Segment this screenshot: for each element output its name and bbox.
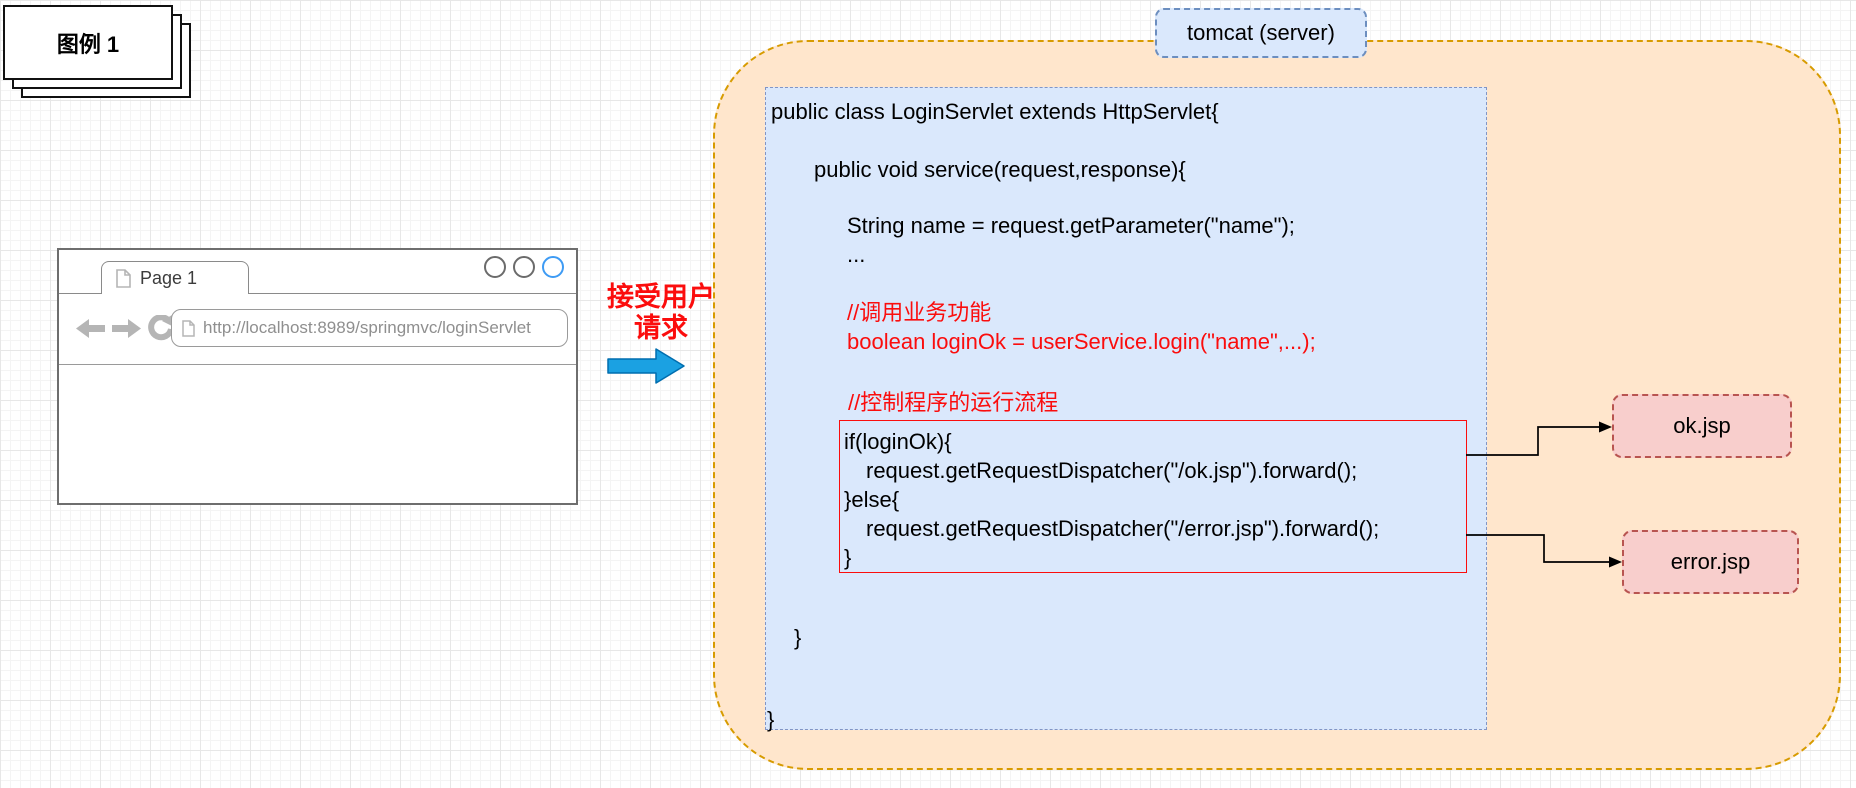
url-text: http://localhost:8989/springmvc/loginSer…	[203, 318, 531, 337]
if-else-highlight-box	[839, 420, 1467, 573]
legend-title: 图例 1	[3, 5, 173, 80]
ok-jsp-box: ok.jsp	[1612, 394, 1792, 458]
back-icon[interactable]	[76, 317, 105, 340]
refresh-icon[interactable]	[148, 315, 174, 341]
code-line: String name = request.getParameter("name…	[847, 213, 1295, 238]
window-button-icon[interactable]	[484, 256, 506, 278]
code-line: public class LoginServlet extends HttpSe…	[771, 99, 1219, 124]
code-line: }	[844, 545, 852, 570]
code-line: boolean loginOk = userService.login("nam…	[847, 329, 1316, 354]
browser-tab[interactable]: Page 1	[101, 261, 249, 294]
code-line: ...	[847, 242, 866, 267]
arrow-to-error	[1466, 534, 1616, 563]
arrow-to-ok	[1466, 426, 1606, 456]
request-arrow-icon	[607, 348, 685, 384]
ok-jsp-label: ok.jsp	[1673, 413, 1731, 438]
legend-title-text: 图例 1	[56, 31, 120, 57]
window-buttons	[484, 256, 564, 278]
legend-card-stack: 图例 1	[0, 0, 220, 110]
code-line: request.getRequestDispatcher("/ok.jsp").…	[866, 458, 1358, 483]
url-field[interactable]: http://localhost:8989/springmvc/loginSer…	[171, 309, 568, 347]
code-comment-line: //控制程序的运行流程	[848, 390, 1059, 415]
window-button-icon[interactable]	[513, 256, 535, 278]
error-jsp-box: error.jsp	[1622, 530, 1799, 594]
code-line: request.getRequestDispatcher("/error.jsp…	[866, 516, 1380, 541]
page-icon	[182, 319, 195, 337]
servlet-code-block: public class LoginServlet extends HttpSe…	[765, 87, 1487, 732]
browser-window: Page 1 http://localhost:8989/springmvc/l…	[57, 248, 578, 505]
request-label: 接受用户 请求	[607, 282, 715, 343]
tab-label: Page 1	[140, 267, 198, 288]
code-line: }	[794, 625, 802, 650]
code-comment-line: //调用业务功能	[847, 300, 992, 325]
code-line: }	[767, 707, 775, 732]
code-line: public void service(request,response){	[814, 157, 1186, 182]
window-button-active-icon[interactable]	[542, 256, 564, 278]
tomcat-server-label: tomcat (server)	[1155, 8, 1367, 58]
error-jsp-label: error.jsp	[1670, 549, 1751, 574]
code-line: }else{	[844, 487, 900, 512]
code-line: if(loginOk){	[844, 429, 952, 454]
tomcat-server-title: tomcat (server)	[1187, 20, 1335, 45]
forward-icon[interactable]	[112, 317, 141, 340]
tabstrip-divider	[59, 293, 576, 294]
page-icon	[116, 268, 131, 288]
dispatcher-arrows	[1466, 421, 1622, 568]
browser-toolbar: http://localhost:8989/springmvc/loginSer…	[59, 294, 576, 365]
